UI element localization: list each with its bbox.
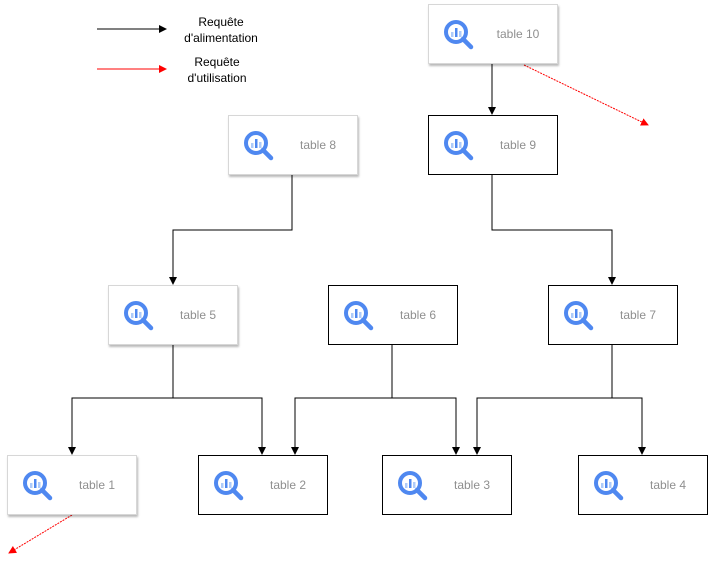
node-table-3[interactable]: table 3 (382, 455, 512, 515)
node-table-1[interactable]: table 1 (7, 455, 137, 515)
legend-feed-line-1: Requête (198, 15, 244, 29)
legend-feed-line-2: d'alimentation (184, 31, 258, 45)
bigquery-icon (23, 471, 53, 501)
node-label: table 8 (299, 138, 337, 152)
edge-table5-table1 (68, 345, 174, 455)
bigquery-icon (594, 471, 624, 501)
edge-table5-table2 (173, 397, 266, 455)
bigquery-icon (444, 131, 474, 161)
edge-table9-table7 (491, 175, 616, 285)
usage-edge-table10 (523, 64, 649, 126)
bigquery-icon (444, 20, 474, 50)
node-table-6[interactable]: table 6 (328, 285, 458, 345)
bigquery-icon (564, 301, 594, 331)
edge-table6-table3 (392, 397, 460, 455)
bigquery-icon (124, 301, 154, 331)
node-label: table 9 (499, 138, 537, 152)
edge-table7-table4 (612, 397, 646, 455)
usage-edge-table1 (8, 514, 73, 554)
bigquery-icon (344, 301, 374, 331)
bigquery-icon (214, 471, 244, 501)
node-table-9[interactable]: table 9 (428, 115, 558, 175)
node-table-10[interactable]: table 10 (428, 4, 558, 64)
legend-usage-line-2: d'utilisation (187, 71, 247, 85)
edge-table7-table3 (473, 345, 613, 455)
node-label: table 3 (453, 478, 491, 492)
node-label: table 5 (179, 308, 217, 322)
edge-table6-table2 (291, 345, 393, 455)
node-label: table 2 (269, 478, 307, 492)
node-table-2[interactable]: table 2 (198, 455, 328, 515)
node-table-4[interactable]: table 4 (578, 455, 708, 515)
node-table-5[interactable]: table 5 (108, 285, 238, 345)
node-label: table 7 (619, 308, 657, 322)
legend-usage-label: Requête d'utilisation (162, 54, 272, 86)
node-label: table 6 (399, 308, 437, 322)
legend-usage-line-1: Requête (194, 55, 240, 69)
node-table-7[interactable]: table 7 (548, 285, 678, 345)
legend-feed-label: Requête d'alimentation (166, 14, 276, 46)
node-table-8[interactable]: table 8 (228, 115, 358, 175)
bigquery-icon (244, 131, 274, 161)
node-label: table 10 (496, 27, 540, 41)
edge-table8-table5 (169, 175, 293, 285)
node-label: table 4 (649, 478, 687, 492)
bigquery-icon (398, 471, 428, 501)
node-label: table 1 (78, 478, 116, 492)
